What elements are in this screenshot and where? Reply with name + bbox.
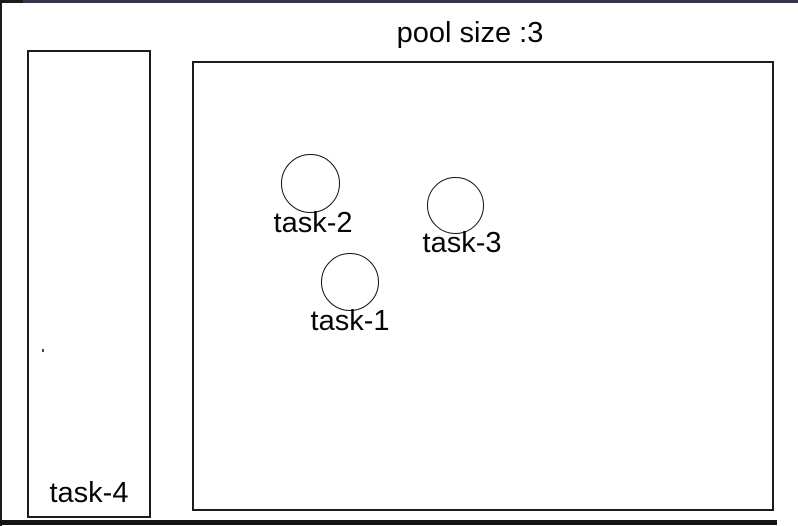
task-queue-box: task-4 — [27, 50, 151, 518]
window-edge-left — [0, 0, 2, 526]
task-label-task-1: task-1 — [310, 305, 390, 337]
window-edge-top — [23, 0, 798, 3]
task-label-task-3: task-3 — [422, 227, 502, 259]
task-circle-task-1 — [321, 253, 379, 311]
thread-pool-box — [192, 61, 774, 511]
window-edge-bottom — [0, 520, 777, 525]
task-circle-task-2 — [281, 154, 340, 213]
pool-size-title: pool size :3 — [396, 17, 544, 49]
window-edge-top-dark — [0, 0, 23, 3]
task-label-task-4: task-4 — [49, 477, 129, 509]
stray-dot — [42, 349, 44, 352]
task-label-task-2: task-2 — [273, 207, 353, 239]
task-circle-task-3 — [427, 177, 484, 234]
